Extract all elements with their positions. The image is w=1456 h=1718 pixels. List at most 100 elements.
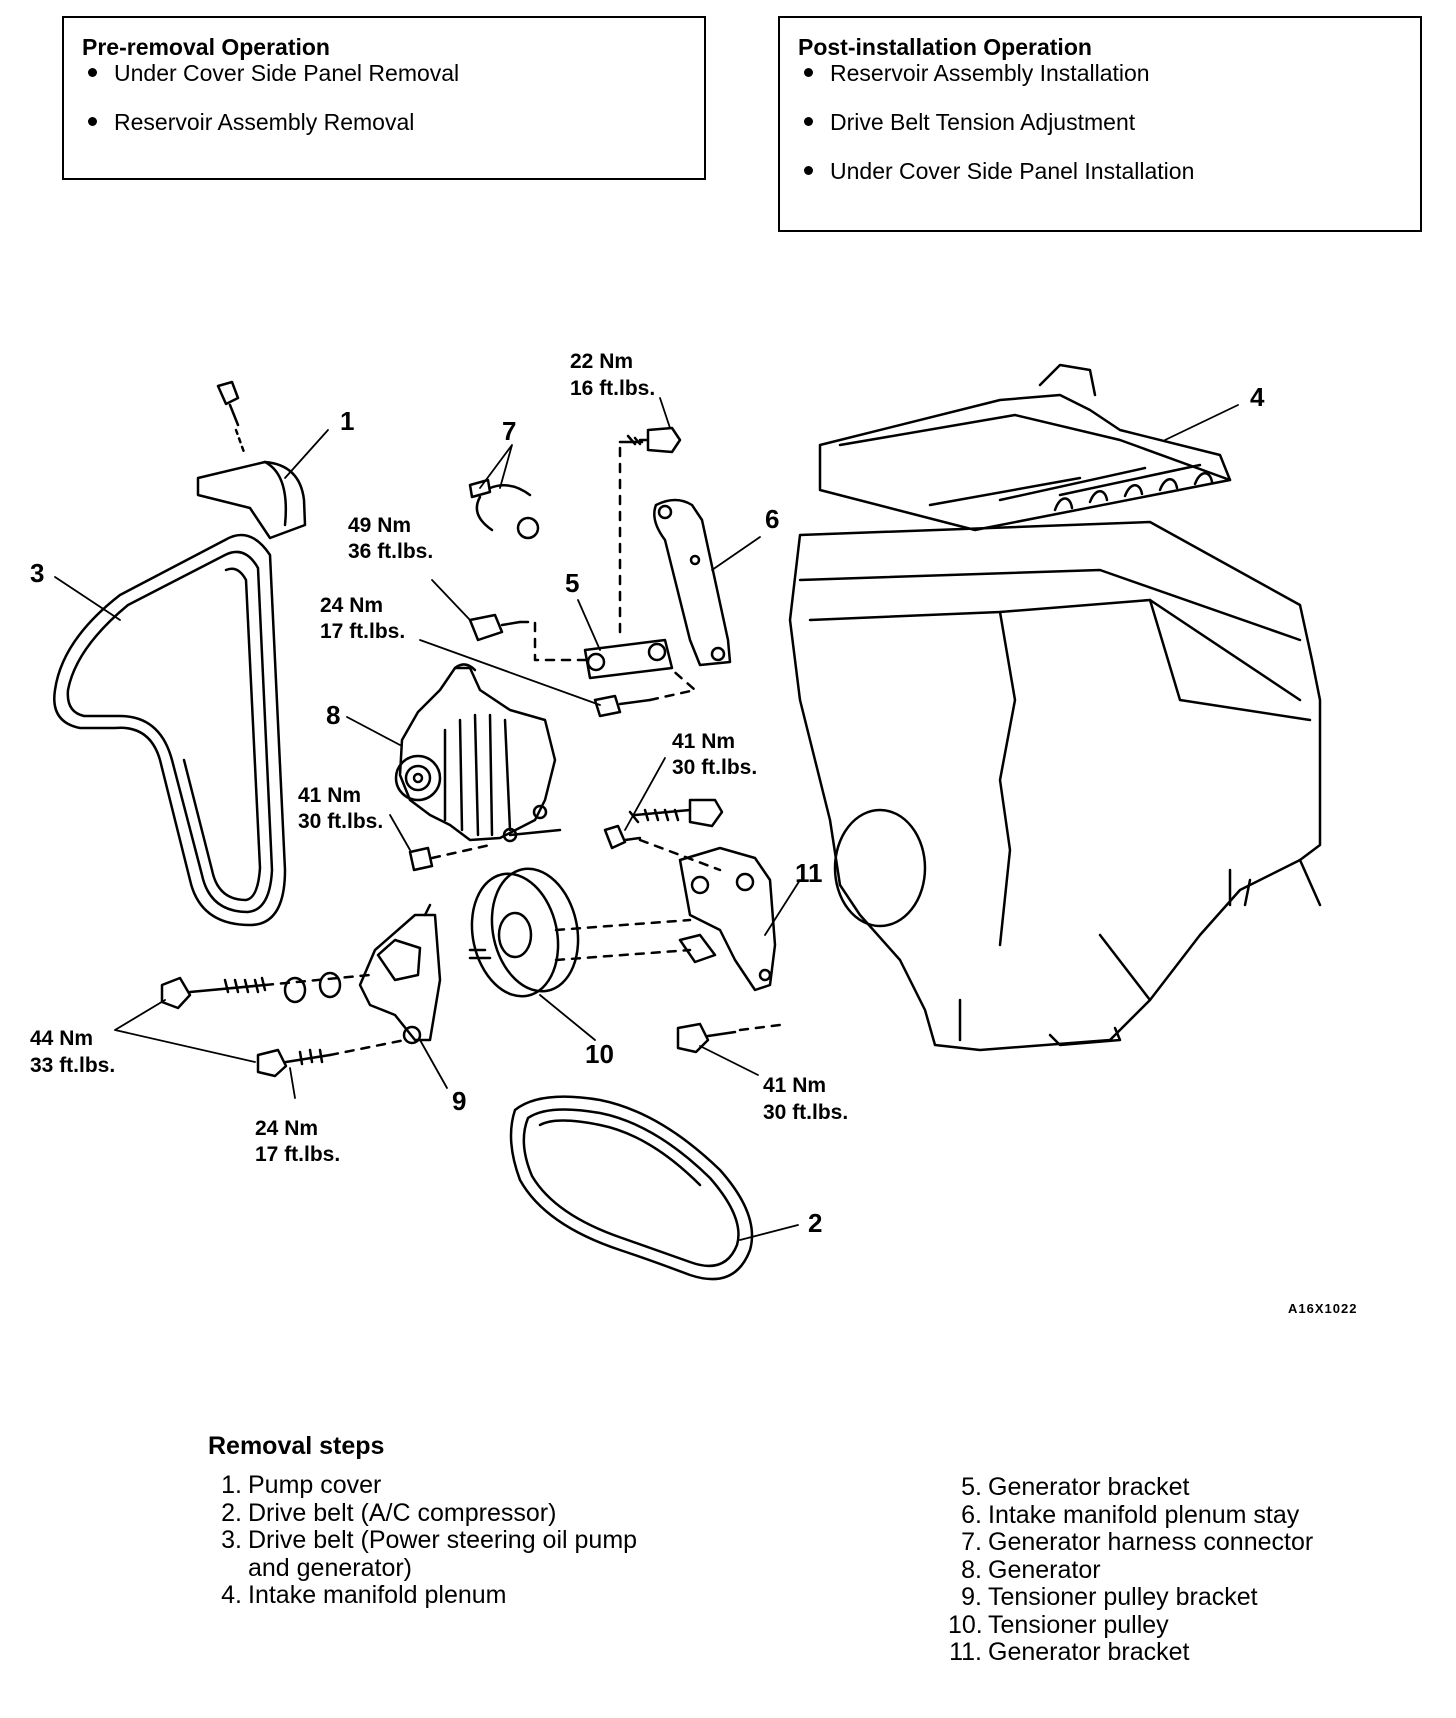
list-item: 2.Drive belt (A/C compressor)	[208, 1498, 768, 1528]
torque-ftlbs: 36 ft.lbs.	[348, 540, 433, 563]
torque-nm: 41 Nm	[763, 1074, 826, 1097]
step-text: Pump cover	[248, 1471, 382, 1499]
step-text: and generator)	[248, 1553, 413, 1582]
removal-steps-heading: Removal steps	[208, 1432, 385, 1460]
callout-11: 11	[795, 858, 823, 888]
step-number: 11.	[949, 1638, 982, 1666]
step-text: Intake manifold plenum stay	[988, 1500, 1300, 1529]
torque-nm: 41 Nm	[672, 730, 735, 753]
step-text: Tensioner pulley bracket	[988, 1583, 1258, 1611]
step-number: 7.	[961, 1528, 982, 1556]
list-item: 3.Drive belt (Power steering oil pump	[208, 1526, 768, 1555]
torque-ftlbs: 30 ft.lbs.	[298, 810, 383, 833]
leader-lines	[54, 397, 1239, 1241]
step-number: 9.	[961, 1583, 982, 1611]
callout-10: 10	[585, 1039, 614, 1069]
torque-labels: 22 Nm 16 ft.lbs. 49 Nm 36 ft.lbs. 24 Nm …	[30, 350, 848, 1166]
step-number: 10.	[948, 1610, 983, 1639]
exploded-view-diagram: 1 2 3 4 5 6 7 8 9 10 11 22 Nm 16 ft.lbs.…	[30, 350, 1357, 1316]
list-item: 5.Generator bracket	[948, 1473, 1428, 1502]
torque-nm: 41 Nm	[298, 784, 361, 807]
list-item: 4.Intake manifold plenum	[208, 1581, 768, 1610]
post-installation-box: Post-installation Operation Reservoir As…	[778, 16, 1422, 232]
list-item: Reservoir Assembly Removal	[82, 109, 686, 135]
torque-nm: 44 Nm	[30, 1027, 93, 1050]
callout-3: 3	[30, 558, 44, 588]
torque-nm: 22 Nm	[570, 350, 633, 373]
step-number: 8.	[961, 1555, 982, 1584]
bolt	[618, 426, 682, 642]
list-item: Under Cover Side Panel Removal	[82, 60, 686, 86]
list-item: 8.Generator	[948, 1555, 1428, 1585]
callout-7: 7	[502, 416, 516, 446]
step-text: Drive belt (A/C compressor)	[248, 1498, 557, 1527]
drive-belt-ac-compressor	[509, 1095, 754, 1281]
step-number: 5.	[961, 1473, 982, 1501]
step-text: Generator	[988, 1555, 1101, 1584]
list-item: 1.Pump cover	[208, 1471, 768, 1500]
drive-belt-power-steering	[53, 533, 287, 927]
bolt	[603, 798, 724, 872]
removal-steps-left: 1.Pump cover 2.Drive belt (A/C compresso…	[208, 1471, 768, 1610]
step-text: Generator bracket	[988, 1473, 1190, 1501]
callout-4: 4	[1250, 382, 1265, 412]
list-item: Drive Belt Tension Adjustment	[798, 109, 1402, 135]
list-item: Reservoir Assembly Installation	[798, 60, 1402, 86]
callout-5: 5	[565, 568, 579, 598]
list-item: 11.Generator bracket	[948, 1638, 1428, 1667]
torque-ftlbs: 17 ft.lbs.	[255, 1143, 340, 1166]
step-text: Intake manifold plenum	[248, 1581, 507, 1609]
torque-ftlbs: 30 ft.lbs.	[672, 756, 757, 779]
torque-nm: 24 Nm	[255, 1117, 318, 1140]
step-number: 1.	[221, 1471, 242, 1499]
list-item: Under Cover Side Panel Installation	[798, 158, 1402, 184]
post-installation-title: Post-installation Operation	[798, 34, 1092, 60]
tensioner-pulley	[468, 867, 692, 998]
generator-harness-connector	[468, 478, 540, 540]
list-item: 9.Tensioner pulley bracket	[948, 1583, 1428, 1612]
bolt	[676, 1022, 782, 1054]
removal-steps: Removal steps 1.Pump cover 2.Drive belt …	[208, 1432, 1448, 1692]
generator-bracket-lower	[678, 846, 777, 992]
step-number	[208, 1555, 248, 1583]
pre-removal-list: Under Cover Side Panel Removal Reservoir…	[82, 60, 686, 135]
callout-2: 2	[808, 1208, 822, 1238]
generator	[394, 663, 562, 872]
bolt	[160, 971, 372, 1010]
list-item: and generator)	[208, 1553, 768, 1583]
torque-nm: 49 Nm	[348, 514, 411, 537]
torque-ftlbs: 17 ft.lbs.	[320, 620, 405, 643]
tensioner-pulley-bracket	[358, 903, 442, 1045]
step-number: 6.	[961, 1500, 982, 1529]
engine-illustration	[788, 520, 1322, 1052]
step-number: 3.	[221, 1526, 242, 1554]
step-text: Generator bracket	[988, 1638, 1190, 1666]
callout-1: 1	[340, 406, 354, 436]
intake-manifold-plenum	[818, 363, 1232, 532]
torque-ftlbs: 30 ft.lbs.	[763, 1101, 848, 1124]
list-item: 6.Intake manifold plenum stay	[948, 1500, 1428, 1530]
callout-numbers: 1 2 3 4 5 6 7 8 9 10 11	[30, 382, 1265, 1238]
torque-ftlbs: 33 ft.lbs.	[30, 1054, 115, 1077]
generator-bracket-upper	[468, 613, 697, 718]
step-text: Tensioner pulley	[988, 1610, 1169, 1639]
callout-8: 8	[326, 700, 340, 730]
step-text: Generator harness connector	[988, 1528, 1314, 1556]
pre-removal-title: Pre-removal Operation	[82, 34, 330, 60]
step-number: 2.	[221, 1498, 242, 1527]
callout-9: 9	[452, 1086, 466, 1116]
step-number: 4.	[221, 1581, 242, 1609]
torque-nm: 24 Nm	[320, 594, 383, 617]
callout-6: 6	[765, 504, 779, 534]
list-item: 7.Generator harness connector	[948, 1528, 1428, 1557]
list-item: 10.Tensioner pulley	[948, 1610, 1428, 1640]
pre-removal-box: Pre-removal Operation Under Cover Side P…	[62, 16, 706, 180]
pump-cover	[196, 380, 307, 540]
figure-code: A16X1022	[1288, 1301, 1357, 1316]
removal-steps-right: 5.Generator bracket 6.Intake manifold pl…	[948, 1473, 1428, 1667]
torque-ftlbs: 16 ft.lbs.	[570, 377, 655, 400]
post-installation-list: Reservoir Assembly Installation Drive Be…	[798, 60, 1402, 184]
bolt	[256, 1038, 407, 1078]
step-text: Drive belt (Power steering oil pump	[248, 1526, 638, 1554]
intake-manifold-plenum-stay	[653, 498, 732, 667]
